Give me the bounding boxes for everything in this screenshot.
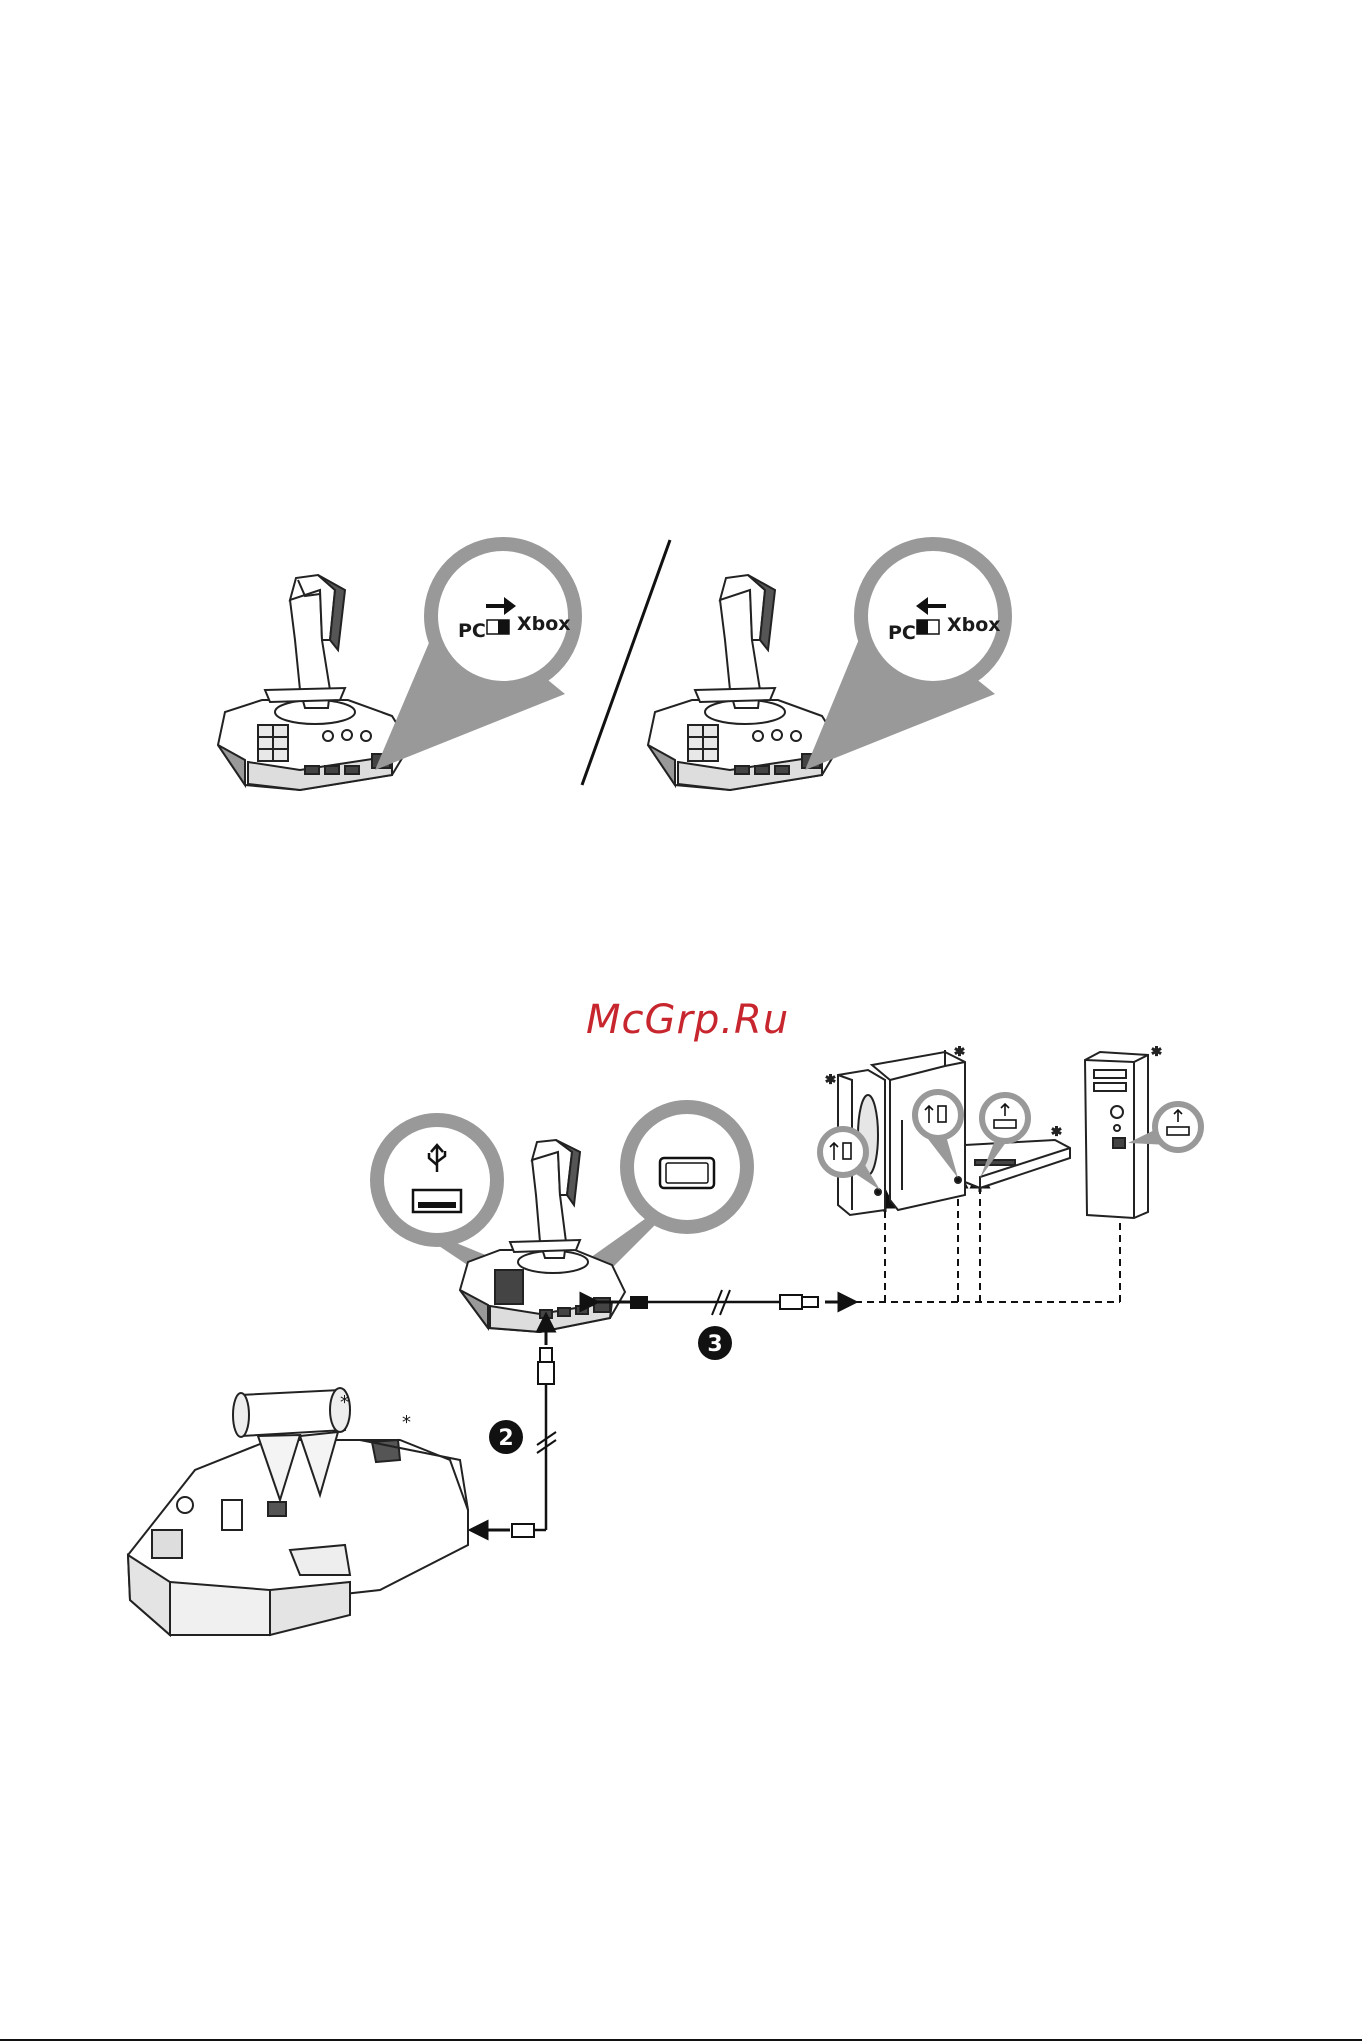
port-callout [627, 1107, 747, 1227]
callout-right: PC Xbox [805, 544, 1005, 770]
cable-step-3 [590, 1290, 848, 1315]
callout-right-pc: PC [888, 622, 916, 644]
connection-figure: 3 2 [128, 1044, 1201, 1635]
usb-port-icon [994, 1120, 1016, 1128]
asterisk-mark: * [340, 1392, 349, 1413]
switch-figure: PC Xbox [218, 540, 1005, 790]
switch-slider-icon [487, 620, 509, 634]
asterisk-mark: * [402, 1412, 411, 1433]
step-3-badge: 3 [698, 1326, 732, 1360]
usb-port-icon [1167, 1127, 1189, 1135]
usb-port-icon [413, 1190, 461, 1212]
asterisk-mark: * [1052, 1124, 1061, 1145]
throttle-quadrant [128, 1388, 468, 1635]
asterisk-mark: * [826, 1072, 835, 1093]
step-2-badge: 2 [489, 1420, 523, 1454]
step-2-number: 2 [498, 1426, 513, 1451]
asterisk-mark: * [1152, 1044, 1161, 1065]
usb-callout [377, 1120, 497, 1240]
switch-slider-icon [917, 620, 939, 634]
step-3-number: 3 [707, 1332, 722, 1357]
asterisk-mark: * [955, 1044, 964, 1065]
callout-right-xbox: Xbox [947, 614, 1001, 636]
pc-tower: * [1085, 1044, 1161, 1218]
callout-left-pc: PC [458, 620, 486, 642]
rectangular-port-icon [660, 1158, 714, 1188]
callout-left: PC Xbox [375, 544, 575, 770]
usb-port-icon [938, 1106, 946, 1122]
watermark-text: McGrp.Ru [586, 997, 789, 1043]
usb-port-icon [843, 1143, 851, 1159]
callout-left-xbox: Xbox [517, 613, 571, 635]
